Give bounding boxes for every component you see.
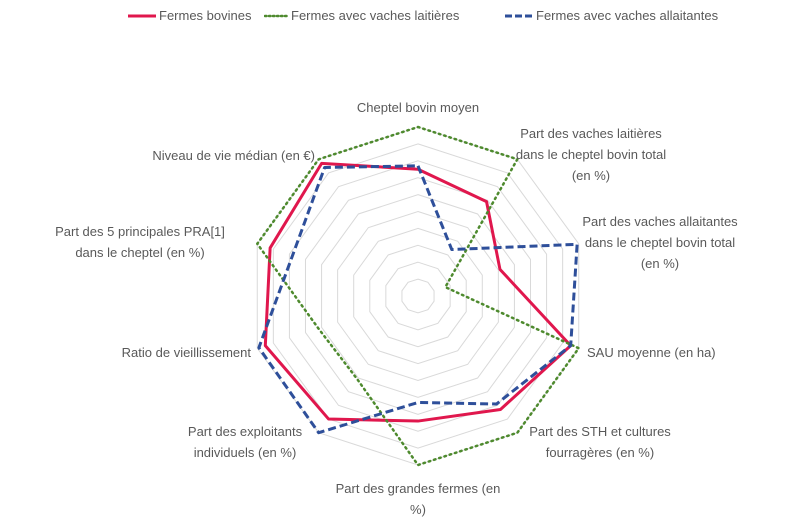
dotted-line-swatch-icon	[264, 14, 288, 17]
legend-item-vaches-laitieres: Fermes avec vaches laitières	[264, 8, 459, 23]
axis-label: Niveau de vie médian (en €)	[152, 148, 315, 163]
grid-ring	[401, 278, 435, 314]
grid-ring	[304, 177, 532, 415]
axis-label: Ratio de vieillissement	[122, 345, 252, 360]
axis-label: Part des 5 principales PRA[1]dans le che…	[55, 224, 225, 260]
legend-label: Fermes bovines	[159, 8, 252, 23]
solid-line-swatch-icon	[128, 14, 156, 17]
grid-ring	[288, 160, 548, 432]
axis-label: Part des grandes fermes (en%)	[336, 481, 501, 517]
legend-label: Fermes avec vaches allaitantes	[536, 8, 719, 23]
legend-label: Fermes avec vaches laitières	[291, 8, 460, 23]
dashed-line-swatch-icon	[505, 14, 533, 17]
radar-series	[256, 125, 580, 467]
grid-ring	[337, 210, 499, 382]
series-vaches-laitieres	[256, 125, 580, 467]
grid-ring	[321, 194, 515, 398]
grid-ring	[385, 261, 451, 331]
legend-item-fermes-bovines: Fermes bovines	[128, 8, 251, 23]
legend-item-vaches-allaitantes: Fermes avec vaches allaitantes	[505, 8, 718, 23]
axis-label: Cheptel bovin moyen	[357, 100, 479, 115]
grid-ring	[353, 227, 483, 365]
grid-ring	[272, 143, 564, 449]
chart-legend: Fermes bovines Fermes avec vaches laitiè…	[0, 8, 800, 28]
grid-ring	[369, 244, 467, 348]
axis-label: SAU moyenne (en ha)	[587, 345, 716, 360]
series-vaches-allaitantes	[257, 164, 579, 435]
